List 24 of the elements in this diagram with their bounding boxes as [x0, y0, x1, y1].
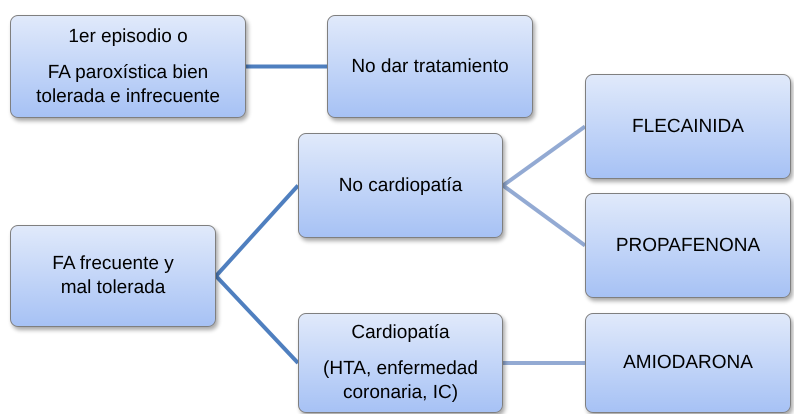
node-text: No cardiopatía [338, 174, 462, 198]
connector-line [502, 124, 586, 188]
node-text: AMIODARONA [623, 351, 753, 375]
node-text: No dar tratamiento [351, 54, 509, 78]
node-text: FA frecuente y mal tolerada [51, 252, 175, 300]
connector-line [503, 361, 585, 365]
connector-line [246, 64, 327, 68]
process-box [298, 313, 503, 413]
connector-line [214, 184, 300, 278]
process-box [10, 15, 246, 118]
node-text: 1er episodio o [68, 24, 188, 48]
node-text: FA paroxística bien tolerada e infrecuente [35, 60, 221, 108]
process-box [585, 313, 791, 413]
node-text: (HTA, enfermedad coronaria, IC) [322, 357, 479, 405]
node-text: PROPAFENONA [616, 234, 760, 258]
process-box [585, 74, 791, 179]
node-text: Cardiopatía [351, 321, 450, 345]
process-box [585, 193, 791, 298]
connector-line [214, 274, 300, 364]
process-box [327, 15, 533, 118]
node-text: FLECAINIDA [632, 114, 744, 138]
connector-line [502, 184, 586, 248]
process-box [298, 133, 503, 238]
process-box [10, 225, 216, 327]
